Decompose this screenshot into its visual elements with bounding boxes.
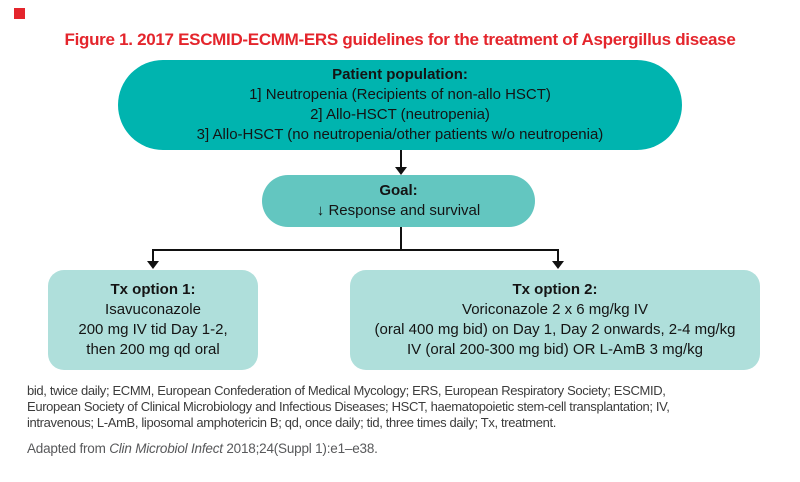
arrowhead-down-icon [147,261,159,269]
tx-option-1-line: Isavuconazole [105,301,201,318]
patient-population-item: 1] Neutropenia (Recipients of non-allo H… [249,86,551,103]
red-accent-square [14,8,25,19]
citation-journal: Clin Microbiol Infect [109,441,223,456]
flow-connector-stem [557,249,559,263]
flow-connector-stem [400,227,402,251]
citation-suffix: 2018;24(Suppl 1):e1–e38. [222,441,378,456]
patient-population-item: 2] Allo-HSCT (neutropenia) [310,106,490,123]
patient-population-item: 3] Allo-HSCT (no neutropenia/other patie… [196,126,604,143]
tx-option-1-box: Tx option 1: Isavuconazole 200 mg IV tid… [48,270,258,370]
flow-connector-stem [400,150,402,168]
abbreviations-line: European Society of Clinical Microbiolog… [27,399,670,414]
abbreviations-line: intravenous; L-AmB, liposomal amphoteric… [27,415,557,430]
patient-population-heading: Patient population: [332,66,468,83]
flow-connector-stem [152,249,154,263]
flow-connector-branch [152,249,559,251]
tx-option-1-heading: Tx option 1: [110,281,196,298]
arrowhead-down-icon [552,261,564,269]
figure-title: Figure 1. 2017 ESCMID-ECMM-ERS guideline… [64,30,736,49]
arrowhead-down-icon [395,167,407,175]
abbreviations-line: bid, twice daily; ECMM, European Confede… [27,383,666,398]
tx-option-2-box: Tx option 2: Voriconazole 2 x 6 mg/kg IV… [350,270,760,370]
tx-option-1-line: 200 mg IV tid Day 1-2, [78,321,228,338]
tx-option-2-line: IV (oral 200-300 mg bid) OR L-AmB 3 mg/k… [407,341,703,358]
goal-box: Goal: ↓ Response and survival [262,175,535,227]
citation-prefix: Adapted from [27,441,110,456]
abbreviations-footnote: bid, twice daily; ECMM, European Confede… [27,383,670,431]
tx-option-2-line: Voriconazole 2 x 6 mg/kg IV [462,301,648,318]
tx-option-2-line: (oral 400 mg bid) on Day 1, Day 2 onward… [374,321,736,338]
citation-line: Adapted from Clin Microbiol Infect 2018;… [27,441,378,456]
goal-heading: Goal: [379,182,418,199]
patient-population-box: Patient population: 1] Neutropenia (Reci… [118,60,682,150]
tx-option-2-heading: Tx option 2: [512,281,598,298]
tx-option-1-line: then 200 mg qd oral [86,341,220,358]
goal-text: ↓ Response and survival [316,202,481,219]
